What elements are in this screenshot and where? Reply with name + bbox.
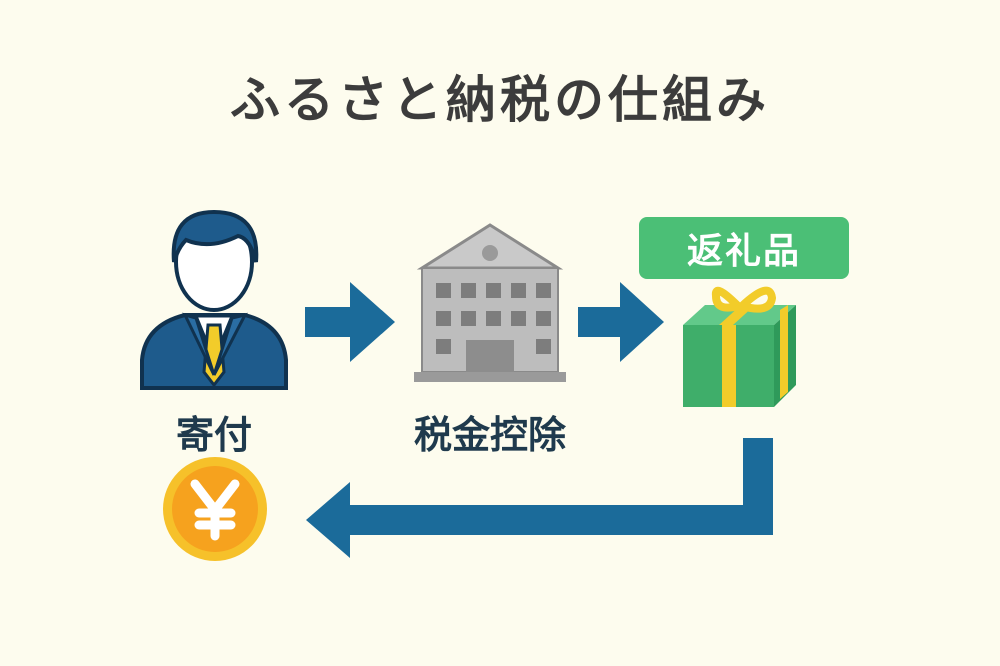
return-gift-badge: 返礼品 [639, 217, 849, 279]
return-arrow-head [306, 482, 350, 558]
arrow-right-icon [305, 282, 395, 362]
tax-deduction-label: 税金控除 [413, 413, 566, 457]
return-arrow-icon [348, 438, 773, 535]
city-hall-icon [414, 223, 566, 382]
page-title: ふるさと納税の仕組み [230, 71, 770, 129]
yen-coin-icon [163, 457, 267, 561]
gift-box-icon [683, 286, 796, 407]
arrow-right-icon [578, 282, 664, 362]
donation-label: 寄付 [175, 413, 252, 457]
person-icon [140, 209, 288, 390]
